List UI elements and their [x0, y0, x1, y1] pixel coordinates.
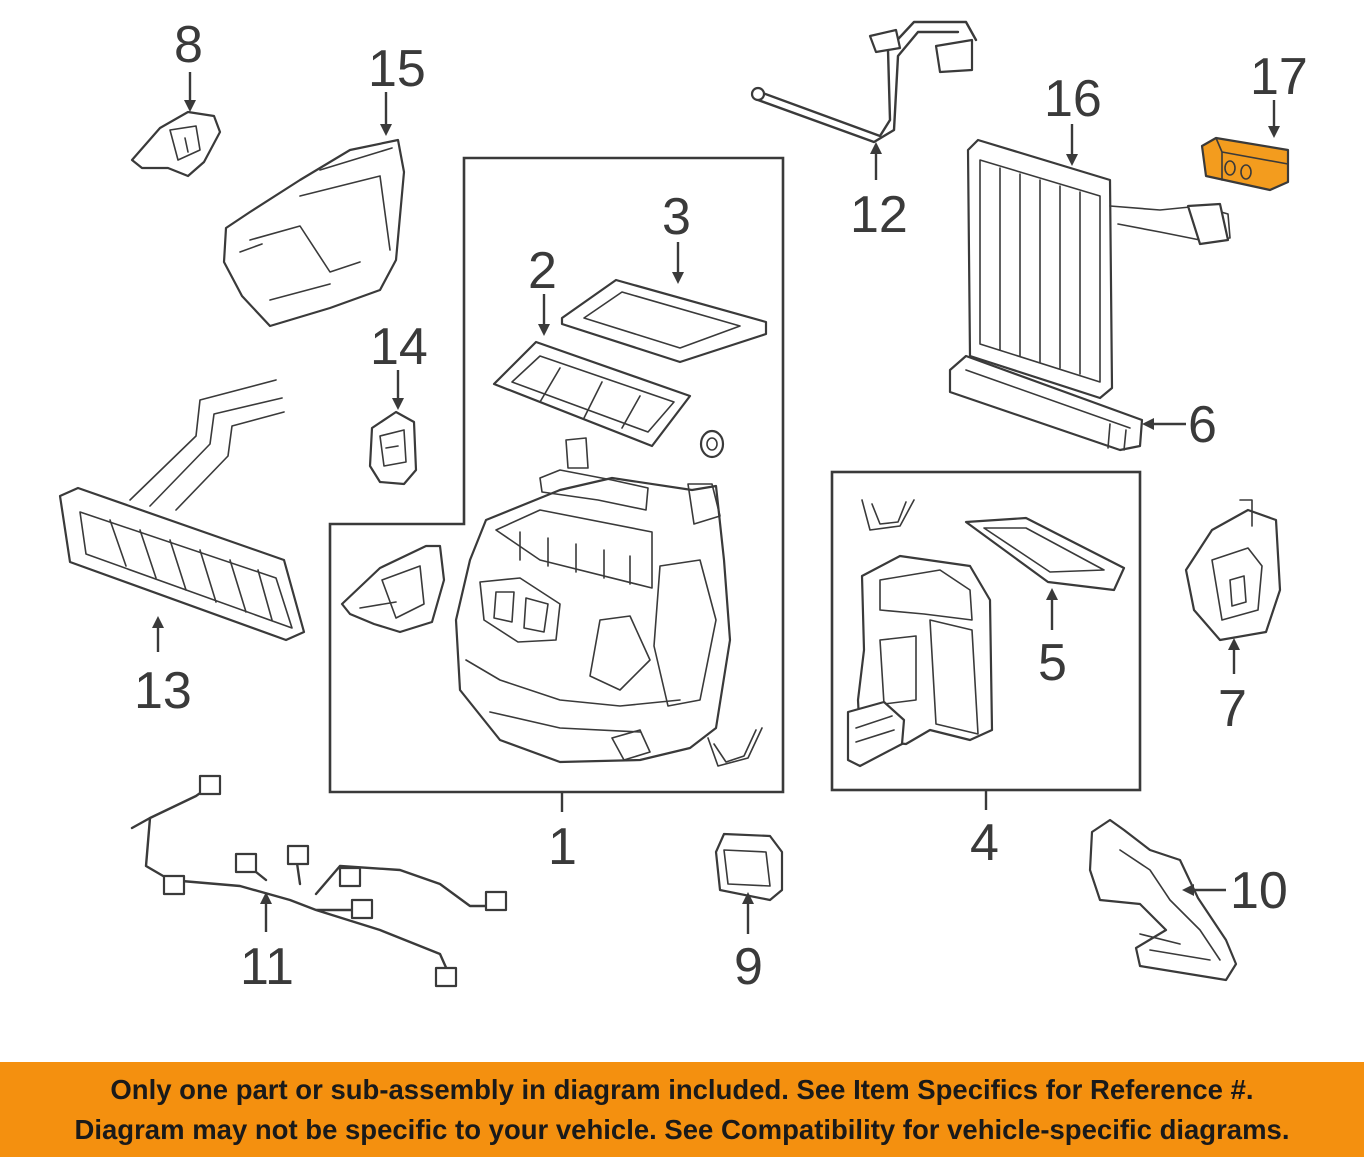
part-1-side-duct: [340, 544, 446, 634]
callout-2: 2: [528, 242, 557, 300]
part-9-motor: [714, 832, 784, 902]
callout-4: 4: [970, 814, 999, 872]
part-17-sensor-highlighted: [1200, 136, 1290, 192]
disclaimer-line-2: Diagram may not be specific to your vehi…: [74, 1113, 1290, 1145]
part-15-duct: [222, 138, 406, 328]
part-1-hvac-unit: [454, 437, 732, 764]
part-2-filter-frame: [492, 340, 692, 448]
callout-3: 3: [662, 188, 691, 246]
callout-10: 10: [1230, 862, 1288, 920]
callout-15: 15: [368, 40, 426, 98]
part-10-duct: [1088, 818, 1238, 982]
part-7-actuator: [1184, 499, 1282, 642]
callout-17: 17: [1250, 48, 1308, 106]
grommet: [699, 429, 725, 459]
part-5-duct: [964, 516, 1126, 592]
part-3-cover: [560, 278, 768, 364]
callout-1: 1: [548, 818, 577, 876]
parts-diagram: 8 15 14 13 2 3 12 16 17 6 5 7 1 4 10 9 1…: [58, 16, 1308, 996]
callout-7: 7: [1218, 680, 1247, 738]
part-1-clip: [707, 727, 763, 767]
part-11-wire-harness: [130, 774, 508, 988]
callout-14: 14: [370, 318, 428, 376]
part-8-bracket: [130, 110, 222, 178]
callout-9: 9: [734, 938, 763, 996]
disclaimer-banner: Only one part or sub-assembly in diagram…: [0, 1062, 1364, 1157]
part-4-sub-assembly: [846, 499, 994, 768]
callout-8: 8: [174, 16, 203, 74]
leader-lines: [152, 72, 1280, 934]
callout-5: 5: [1038, 634, 1067, 692]
callout-11: 11: [240, 938, 294, 996]
callout-6: 6: [1188, 396, 1217, 454]
part-16-evaporator: [966, 138, 1231, 400]
callout-13: 13: [134, 662, 192, 720]
part-6-tray: [948, 354, 1144, 452]
disclaimer-line-1: Only one part or sub-assembly in diagram…: [110, 1073, 1254, 1105]
part-13-heater-core: [58, 379, 306, 642]
part-12-line: [750, 20, 978, 144]
callout-12: 12: [850, 186, 908, 244]
part-14-clip: [368, 410, 418, 486]
callout-16: 16: [1044, 70, 1102, 128]
assembly-1-frame: [328, 156, 785, 794]
